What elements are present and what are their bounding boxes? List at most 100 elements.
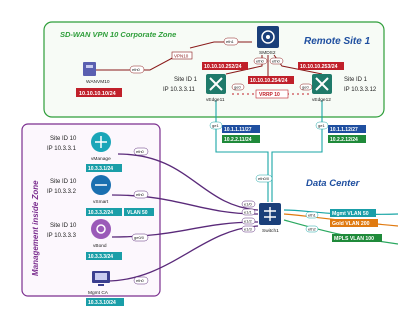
switch1-label: Switch1 xyxy=(262,228,279,234)
cable-switch-gold xyxy=(283,213,398,227)
port-wan: eth0 xyxy=(132,67,141,72)
vsmart-tag: 10.3.3.2/24 xyxy=(88,210,113,216)
sdwan-zone-title: SD-WAN VPN 10 Corporate Zone xyxy=(60,30,176,39)
wanvm-ip-tag: 10.10.10.10/24 xyxy=(79,91,117,97)
cable-ca-switch xyxy=(105,225,259,282)
vmanage-tag: 10.3.3.1/24 xyxy=(88,166,113,172)
port-vb-bg xyxy=(131,233,149,242)
vsmart-ip: IP 10.3.3.2 xyxy=(47,189,77,195)
vsmart-vlan: VLAN 50 xyxy=(127,210,148,216)
port-s3: e1/2 xyxy=(244,219,253,224)
port-dc11-bg xyxy=(209,121,223,130)
port-dc11: ge1 xyxy=(212,123,219,128)
port-vs: eth0 xyxy=(136,192,145,197)
port-g12: ge0 xyxy=(302,85,309,90)
net-right-tag-bg xyxy=(298,62,344,70)
e12-a-tag: 10.1.1.12/27 xyxy=(330,127,358,133)
remote-site-title: Remote Site 1 xyxy=(304,36,371,47)
gold-vlan-tag-bg xyxy=(330,219,378,227)
port-s-top: eth0/0 xyxy=(258,176,270,181)
port-s4-bg xyxy=(241,225,256,233)
vedge11-node[interactable] xyxy=(206,74,226,94)
vsmart-site: Site ID 10 xyxy=(50,179,77,185)
e11-a-tag: 10.1.1.11/27 xyxy=(224,127,252,133)
vbond-ip: IP 10.3.3.3 xyxy=(47,233,77,239)
vbond-label: vBond xyxy=(93,243,107,249)
mpls-vlan-tag: MPLS VLAN 100 xyxy=(334,236,374,242)
management-zone-title: Management inside Zone xyxy=(31,180,40,276)
vbond-site: Site ID 10 xyxy=(50,223,77,229)
net-left-tag-bg xyxy=(202,62,248,70)
datacenter-title: Data Center xyxy=(306,178,361,189)
vsmart-tag-bg xyxy=(86,208,122,216)
mgmt-ca-node[interactable] xyxy=(92,271,110,286)
port-wan-bg xyxy=(129,65,145,74)
gold-vlan-tag: Gold VLAN 200 xyxy=(332,221,370,227)
port-vm-bg xyxy=(133,147,149,156)
mgmt-vlan-tag: Mgmt VLAN 50 xyxy=(332,211,369,217)
e11-b-tag: 10.2.2.11/24 xyxy=(224,137,252,143)
vedge12-site: Site ID 1 xyxy=(344,77,368,83)
port-ca: eth0 xyxy=(136,278,145,283)
e11-a-tag-bg xyxy=(222,125,260,133)
vmanage-label: vManage xyxy=(91,156,111,162)
port-hub1-bg xyxy=(223,37,239,46)
vmanage-node[interactable] xyxy=(91,132,111,152)
port-hub2: eth0 xyxy=(256,59,265,64)
mgmt-ca-tag: 10.3.3.10/24 xyxy=(88,300,116,306)
vmanage-tag-bg xyxy=(86,164,122,172)
cable-vpn-hub xyxy=(189,41,252,49)
port-hub3-bg xyxy=(269,57,284,65)
port-s2-bg xyxy=(241,208,256,216)
wanvm-ip-tag-bg xyxy=(76,88,122,97)
e11-b-tag-bg xyxy=(222,135,260,143)
port-dc12-bg xyxy=(315,121,329,130)
net-mid-tag-bg xyxy=(248,76,294,84)
mgmt-vlan-tag-bg xyxy=(330,209,376,217)
port-dc12: ge1 xyxy=(318,123,325,128)
e12-b-tag-bg xyxy=(328,135,366,143)
port-s-top-bg xyxy=(255,174,273,183)
vedge11-ip: IP 10.3.3.11 xyxy=(163,87,195,93)
port-g12-bg xyxy=(299,83,313,91)
vedge12-ip: IP 10.3.3.12 xyxy=(344,87,377,93)
mgmt-ca-tag-bg xyxy=(86,298,124,306)
vsmart-node[interactable] xyxy=(91,175,111,195)
mgmt-ca-label: Mgmt CA xyxy=(88,290,109,296)
vedge11-label: vEdge11 xyxy=(206,97,225,103)
sdwan-hub-label: SMDS2 xyxy=(259,50,276,56)
port-s-r2-bg xyxy=(305,225,319,233)
vedge12-label: vEdge12 xyxy=(312,97,331,103)
port-vm: eth0 xyxy=(136,149,145,154)
vpn10-tag-bg xyxy=(171,51,193,60)
vpn10-tag: VPN10 xyxy=(174,54,189,59)
sdwan-hub-node[interactable] xyxy=(257,26,279,48)
mpls-vlan-tag-bg xyxy=(332,234,382,242)
port-vs-bg xyxy=(133,190,149,199)
vbond-node[interactable] xyxy=(91,219,111,239)
port-s1: e1/0 xyxy=(244,202,253,207)
port-g11-bg xyxy=(231,83,245,91)
cable-vsmart-switch xyxy=(111,194,259,215)
cable-vmanage-switch xyxy=(117,153,259,211)
port-vb: ge0/0 xyxy=(134,235,145,240)
port-ca-bg xyxy=(133,276,149,285)
vsmart-label: vSmart xyxy=(93,199,109,205)
vrrp-tag: VRRP 10 xyxy=(259,92,280,98)
wanvm-node[interactable] xyxy=(83,62,96,76)
wanvm-label: WANVM10 xyxy=(86,79,110,85)
port-s-r1-bg xyxy=(305,211,319,219)
port-hub1: eth1 xyxy=(226,39,235,44)
vrrp-tag-bg xyxy=(255,89,289,99)
vedge12-node[interactable] xyxy=(312,74,332,94)
e12-a-tag-bg xyxy=(328,125,366,133)
vbond-tag: 10.3.3.3/24 xyxy=(88,254,113,260)
port-s-r1: eth1 xyxy=(308,213,317,218)
port-s3-bg xyxy=(241,217,256,225)
e12-b-tag: 10.2.2.12/24 xyxy=(330,137,358,143)
port-s4: e1/3 xyxy=(244,227,253,232)
port-hub3: eth0 xyxy=(272,59,281,64)
port-s1-bg xyxy=(241,200,256,208)
switch1-node[interactable] xyxy=(259,203,281,225)
cable-switch-mgmt xyxy=(283,209,398,215)
